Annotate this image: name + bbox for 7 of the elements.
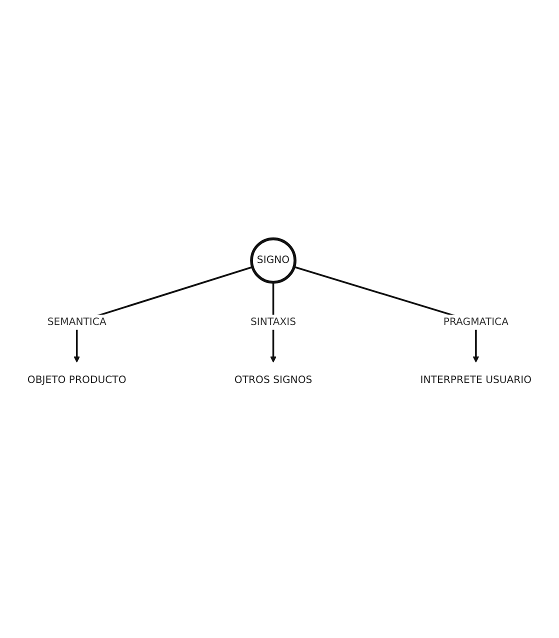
edge-label: PRAGMATICA: [443, 316, 509, 328]
edge-label: SINTAXIS: [250, 316, 296, 328]
node-text: OBJETO PRODUCTO: [27, 374, 126, 386]
node-text: INTERPRETE USUARIO: [420, 374, 532, 386]
node-circle: SIGNO: [250, 237, 296, 284]
node-text: OTROS SIGNOS: [234, 374, 312, 386]
edge-label: SEMANTICA: [47, 316, 106, 328]
